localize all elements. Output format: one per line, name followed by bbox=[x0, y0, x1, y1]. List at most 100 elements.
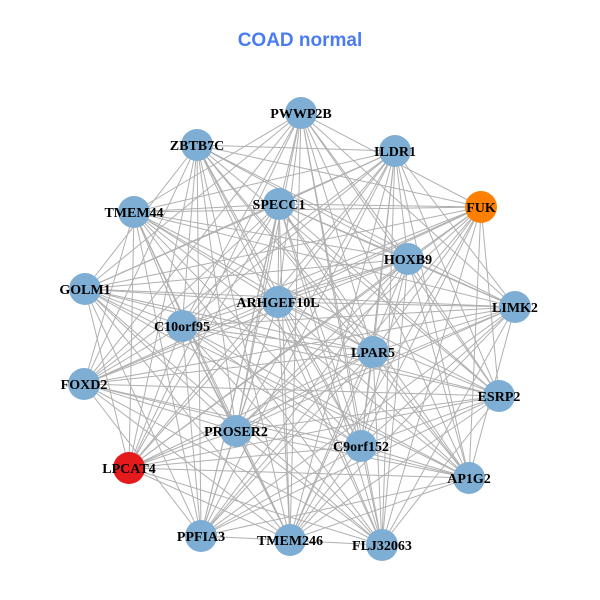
edge-LIMK2-C10orf95 bbox=[181, 306, 516, 327]
node-label: FLJ32063 bbox=[352, 539, 412, 554]
edge-SPECC1-FOXD2 bbox=[83, 203, 280, 385]
edge-ESRP2-PROSER2 bbox=[235, 395, 500, 432]
edge-FOXD2-FLJ32063 bbox=[83, 383, 383, 546]
edge-LIMK2-C9orf152 bbox=[360, 306, 516, 447]
edge-GOLM1-TMEM246 bbox=[84, 288, 291, 541]
edge-FUK-FLJ32063 bbox=[381, 206, 482, 546]
edge-ZBTB7C-LIMK2 bbox=[196, 144, 516, 308]
edge-GOLM1-LPCAT4 bbox=[84, 288, 130, 469]
edge-ESRP2-PPFIA3 bbox=[200, 395, 500, 537]
node-ILDR1[interactable] bbox=[379, 135, 411, 167]
edge-LPAR5-AP1G2 bbox=[372, 351, 470, 479]
edge-FOXD2-ESRP2 bbox=[83, 383, 500, 397]
edge-ARHGEF10L-AP1G2 bbox=[277, 301, 470, 479]
edge-C9orf152-LPCAT4 bbox=[128, 445, 362, 469]
edge-LPCAT4-AP1G2 bbox=[128, 467, 470, 479]
edge-LPAR5-TMEM246 bbox=[289, 351, 374, 541]
edge-ESRP2-TMEM246 bbox=[289, 395, 500, 541]
node-PPFIA3[interactable] bbox=[185, 520, 217, 552]
edge-HOXB9-ESRP2 bbox=[407, 258, 500, 397]
edge-TMEM44-LPAR5 bbox=[133, 211, 374, 353]
node-TMEM246[interactable] bbox=[274, 524, 306, 556]
edge-LIMK2-TMEM246 bbox=[289, 306, 516, 541]
node-HOXB9[interactable] bbox=[392, 243, 424, 275]
edge-FOXD2-PROSER2 bbox=[83, 383, 237, 432]
edge-SPECC1-GOLM1 bbox=[84, 203, 280, 290]
node-label: PPFIA3 bbox=[177, 530, 225, 545]
node-C9orf152[interactable] bbox=[345, 430, 377, 462]
edge-ILDR1-LPCAT4 bbox=[128, 150, 396, 469]
node-SPECC1[interactable] bbox=[263, 188, 295, 220]
edge-HOXB9-C10orf95 bbox=[181, 258, 409, 327]
edge-ESRP2-C9orf152 bbox=[360, 395, 500, 447]
edge-ZBTB7C-ARHGEF10L bbox=[196, 144, 279, 303]
node-LIMK2[interactable] bbox=[499, 291, 531, 323]
edge-TMEM44-FLJ32063 bbox=[133, 211, 383, 546]
edge-C10orf95-LPAR5 bbox=[181, 325, 374, 353]
edge-LPAR5-FLJ32063 bbox=[372, 351, 383, 546]
node-ESRP2[interactable] bbox=[483, 380, 515, 412]
edge-C9orf152-FLJ32063 bbox=[360, 445, 383, 546]
edge-ARHGEF10L-C9orf152 bbox=[277, 301, 362, 447]
edge-LPAR5-PPFIA3 bbox=[200, 351, 374, 537]
edge-ZBTB7C-PPFIA3 bbox=[196, 144, 202, 537]
node-label: TMEM246 bbox=[257, 534, 323, 549]
edge-SPECC1-FUK bbox=[278, 203, 482, 208]
edge-ARHGEF10L-TMEM246 bbox=[277, 301, 291, 541]
edge-PWWP2B-LPCAT4 bbox=[128, 112, 302, 469]
node-PWWP2B[interactable] bbox=[285, 97, 317, 129]
edge-GOLM1-LPAR5 bbox=[84, 288, 374, 353]
node-FLJ32063[interactable] bbox=[366, 529, 398, 561]
edge-SPECC1-ESRP2 bbox=[278, 203, 500, 397]
edge-C10orf95-FOXD2 bbox=[83, 325, 183, 385]
edge-LPCAT4-FLJ32063 bbox=[128, 467, 383, 546]
node-C10orf95[interactable] bbox=[166, 310, 198, 342]
edge-GOLM1-PPFIA3 bbox=[84, 288, 202, 537]
node-label: FUK bbox=[466, 201, 496, 216]
edge-TMEM44-ARHGEF10L bbox=[133, 211, 279, 303]
edge-LIMK2-PPFIA3 bbox=[200, 306, 516, 537]
edge-ARHGEF10L-LIMK2 bbox=[277, 301, 516, 308]
edge-GOLM1-AP1G2 bbox=[84, 288, 470, 479]
node-FOXD2[interactable] bbox=[68, 368, 100, 400]
edge-C10orf95-LPCAT4 bbox=[128, 325, 183, 469]
edge-TMEM44-ESRP2 bbox=[133, 211, 500, 397]
node-label: TMEM44 bbox=[104, 206, 163, 221]
edge-PROSER2-TMEM246 bbox=[235, 430, 291, 541]
edge-ILDR1-FOXD2 bbox=[83, 150, 396, 385]
node-GOLM1[interactable] bbox=[69, 273, 101, 305]
node-label: ILDR1 bbox=[374, 145, 416, 160]
node-PROSER2[interactable] bbox=[220, 415, 252, 447]
edge-HOXB9-AP1G2 bbox=[407, 258, 470, 479]
edge-C10orf95-AP1G2 bbox=[181, 325, 470, 479]
edge-ZBTB7C-PROSER2 bbox=[196, 144, 237, 432]
node-LPAR5[interactable] bbox=[357, 336, 389, 368]
node-ZBTB7C[interactable] bbox=[181, 129, 213, 161]
node-label: PWWP2B bbox=[270, 107, 331, 122]
edge-GOLM1-ARHGEF10L bbox=[84, 288, 279, 303]
edge-GOLM1-ESRP2 bbox=[84, 288, 500, 397]
edge-ILDR1-PPFIA3 bbox=[200, 150, 396, 537]
node-label: PROSER2 bbox=[204, 425, 268, 440]
edge-LPAR5-PROSER2 bbox=[235, 351, 374, 432]
edge-FUK-GOLM1 bbox=[84, 206, 482, 290]
node-AP1G2[interactable] bbox=[453, 462, 485, 494]
node-ARHGEF10L[interactable] bbox=[262, 286, 294, 318]
edge-PROSER2-LPCAT4 bbox=[128, 430, 237, 469]
node-label: GOLM1 bbox=[59, 283, 110, 298]
node-TMEM44[interactable] bbox=[118, 196, 150, 228]
edge-TMEM44-HOXB9 bbox=[133, 211, 409, 260]
node-FUK[interactable] bbox=[465, 191, 497, 223]
edge-C9orf152-AP1G2 bbox=[360, 445, 470, 479]
edge-ILDR1-LIMK2 bbox=[394, 150, 516, 308]
edge-C10orf95-FLJ32063 bbox=[181, 325, 383, 546]
edge-ZBTB7C-AP1G2 bbox=[196, 144, 470, 479]
node-LPCAT4[interactable] bbox=[113, 452, 145, 484]
node-label: ESRP2 bbox=[478, 390, 521, 405]
node-label: FOXD2 bbox=[61, 378, 108, 393]
node-label: SPECC1 bbox=[253, 198, 306, 213]
edge-ZBTB7C-HOXB9 bbox=[196, 144, 409, 260]
